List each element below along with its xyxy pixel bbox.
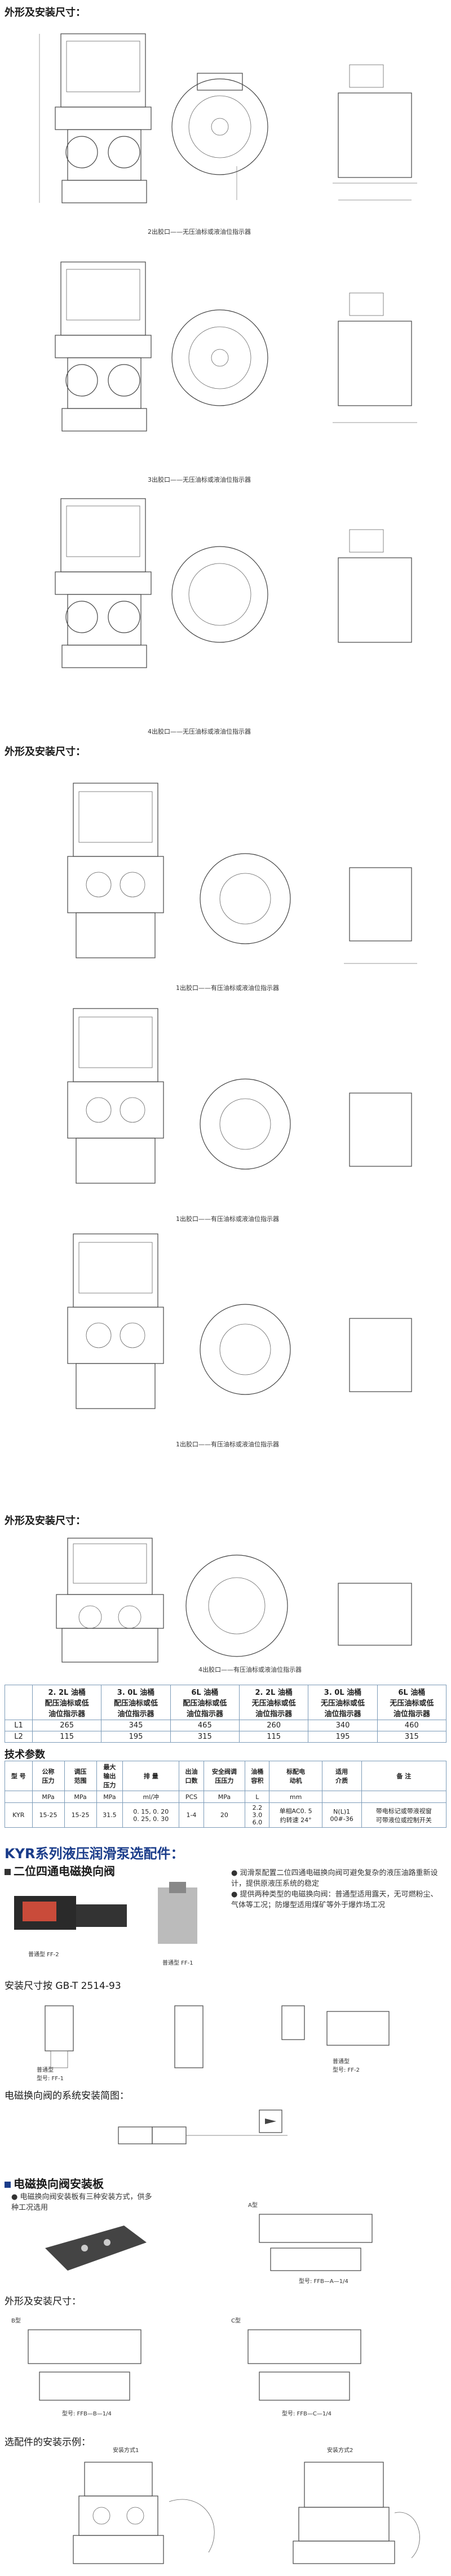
install-layout-title: 选配件的安装示例： (5, 2437, 91, 2448)
valve-title: 二位四通电磁换向阀 (5, 1862, 115, 1878)
caption-6: 1出胶口——有压油标或液油位指示器 (176, 1441, 279, 1448)
section-title-tech: 技术参数 (5, 1749, 45, 1761)
sys-diagram-title: 电磁换向阀的系统安装简图： (5, 2090, 129, 2102)
caption-3: 4出胶口——无压油标或液油位指示器 (148, 728, 251, 735)
valve-std2-code: 型号: FF-2 (333, 2067, 360, 2073)
caption-5: 1出胶口——有压油标或液油位指示器 (176, 1215, 279, 1223)
dimension-table: 2. 2L 油桶 配压油标或低 油位指示器 3. 0L 油桶 配压油标或低 油位… (5, 1685, 447, 1743)
pump-drawing-4 (67, 783, 417, 964)
bullet-icon (5, 1869, 11, 1875)
plate-a-code: 型号: FFB—A—1/4 (299, 2279, 348, 2285)
system-diagram (118, 2109, 288, 2144)
valve-std1: 普通型 (37, 2067, 54, 2073)
pump-drawing-7 (56, 1538, 412, 1663)
install-std: 安装尺寸按 GB-T 2514-93 (5, 1980, 121, 1992)
plate-a-type: A型 (248, 2202, 258, 2209)
plate-b-type: B型 (11, 2318, 21, 2324)
valve-bullets: ● 润滑泵配置二位四通电磁换向阀可避免复杂的液压油路重新设计，提供原液压系统的稳… (231, 1868, 440, 1911)
plate-a-drawing (259, 2214, 373, 2271)
caption-7: 4出胶口——有压油标或液油位指示器 (198, 1666, 302, 1673)
section-title-outline-1: 外形及安装尺寸： (5, 7, 86, 19)
plate-bullets: ● 电磁换向阀安装板有三种安装方式，供多种工况选用 (11, 2192, 158, 2213)
install-example-drawings (73, 2462, 420, 2564)
valve-dimension-drawings (45, 2005, 390, 2068)
valve-std2: 普通型 (333, 2059, 350, 2065)
pump-drawing-1 (39, 33, 417, 203)
list-item: ● 电磁换向阀安装板有三种安装方式，供多种工况选用 (11, 2193, 152, 2212)
pump-drawing-6 (67, 1233, 412, 1409)
install-label-right: 安装方式2 (327, 2448, 353, 2454)
plate-photo (45, 2226, 147, 2271)
install-label-left: 安装方式1 (113, 2448, 139, 2454)
caption-1: 2出胶口——无压油标或液油位指示器 (148, 228, 251, 236)
valve-photo (14, 1882, 197, 1944)
caption-2: 3出胶口——无压油标或液油位指示器 (148, 476, 251, 483)
list-item: ● 提供两种类型的电磁换向阀：普通型适用露天，无可燃粉尘、气体等工况；防爆型适用… (231, 1890, 438, 1909)
plate-c-type: C型 (231, 2318, 241, 2324)
list-item: ● 润滑泵配置二位四通电磁换向阀可避免复杂的液压油路重新设计，提供原液压系统的稳… (231, 1869, 438, 1888)
plate-b-drawing (28, 2329, 142, 2401)
valve-label-standard-b: 普通型 FF-1 (162, 1960, 193, 1966)
plate-c-drawing (247, 2329, 361, 2401)
valve-std1-code: 型号: FF-1 (37, 2076, 64, 2082)
section-title-outline-3: 外形及安装尺寸： (5, 1515, 86, 1527)
plate-b-code: 型号: FFB—B—1/4 (62, 2411, 112, 2417)
plate-title: 电磁换向阀安装板 (5, 2175, 104, 2191)
kyr-banner: KYR系列液压润滑泵选配件： (5, 1846, 184, 1862)
section-title-outline-2: 外形及安装尺寸： (5, 746, 86, 758)
pump-drawing-2 (55, 261, 417, 432)
caption-4: 1出胶口——有压油标或液油位指示器 (176, 984, 279, 992)
pump-drawing-5 (67, 1008, 412, 1184)
pump-drawing-3 (55, 498, 412, 668)
bullet-icon (5, 2182, 11, 2188)
valve-label-standard: 普通型 FF-2 (28, 1952, 59, 1958)
plate-c-code: 型号: FFB—C—1/4 (282, 2411, 331, 2417)
section-title-outline-4: 外形及安装尺寸： (5, 2296, 81, 2307)
tech-table: 型 号 公称 压力 调压 范围 最大 输出 压力 排 量 出油 口数 安全阀调 … (5, 1761, 447, 1828)
